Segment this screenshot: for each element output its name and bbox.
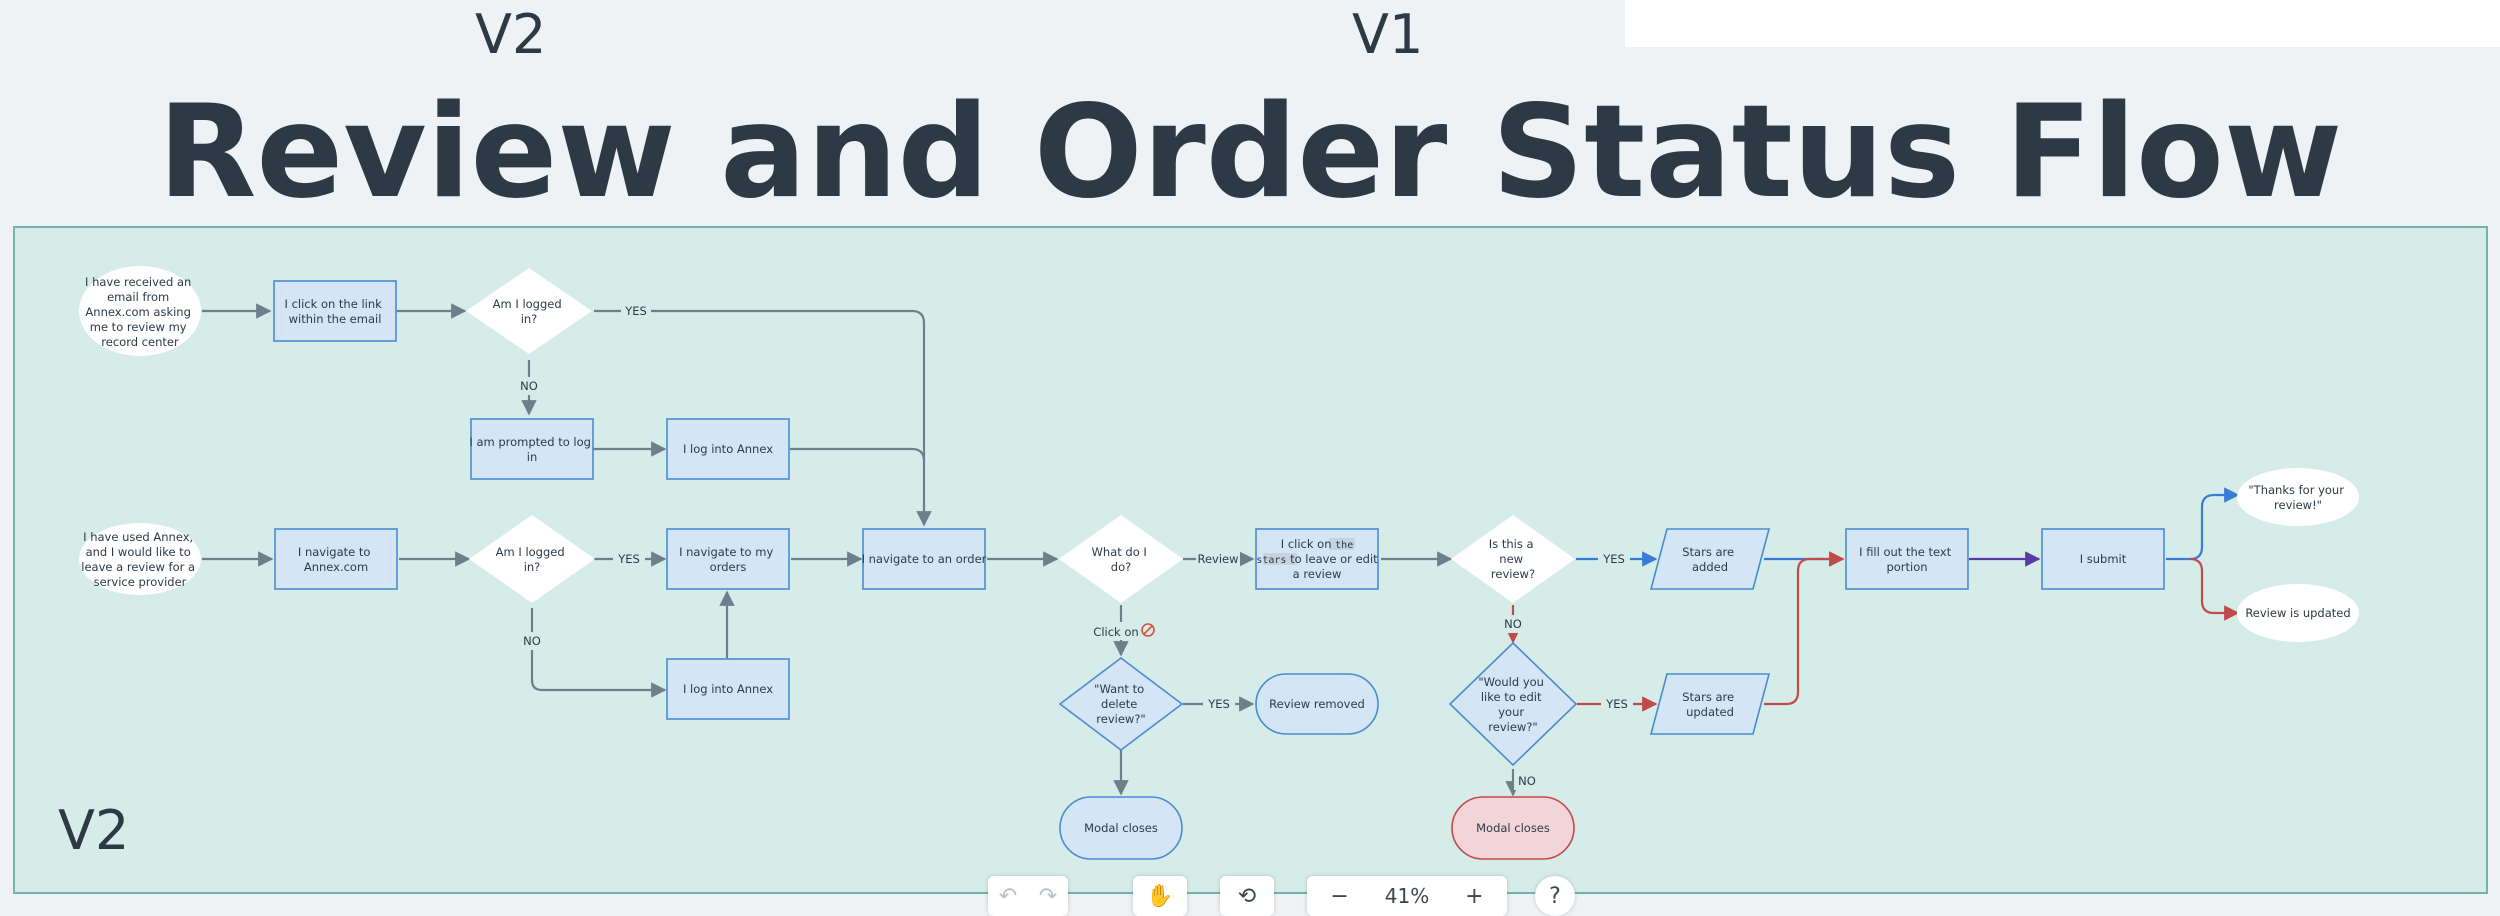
edge-label-yes-5: YES <box>1207 697 1230 711</box>
prompted-login-text: I am prompted to log in <box>469 435 594 464</box>
edge-label-no-2: NO <box>523 634 541 648</box>
help-icon[interactable]: ? <box>1549 883 1561 909</box>
page-title: Review and Order Status Flow <box>157 78 2343 227</box>
code-chip-the <box>1329 538 1355 550</box>
modal-closes-1-text: Modal closes <box>1084 821 1158 835</box>
navigate-order-text: I navigate to an order <box>862 552 987 566</box>
hand-tool-toolbar: ✋ <box>1133 876 1187 916</box>
fill-text-node <box>1845 528 1969 590</box>
stars-added-text: Stars are added <box>1682 545 1738 574</box>
submit-text: I submit <box>2080 552 2127 566</box>
edge-log1-to-order <box>790 447 926 462</box>
review-updated-text: Review is updated <box>2245 606 2350 620</box>
history-toolbar: ⟲ <box>1220 876 1274 916</box>
thanks-node <box>2237 468 2359 526</box>
code-chip-stars <box>1263 553 1297 565</box>
prohibited-icon <box>1141 623 1155 637</box>
log-annex-1-text: I log into Annex <box>683 442 773 456</box>
edge-label-yes-1: YES <box>624 304 647 318</box>
undo-icon[interactable]: ↶ <box>998 883 1018 909</box>
stars-added-node <box>1649 528 1771 590</box>
edge-submit-to-thanks <box>2166 487 2240 561</box>
navigate-annex-text: I navigate to Annex.com <box>298 545 374 574</box>
log-annex-2-text: I log into Annex <box>683 682 773 696</box>
logged-in-2-node <box>469 515 595 603</box>
stars-updated-node <box>1649 673 1771 735</box>
edit-review-node <box>1448 641 1578 767</box>
prompted-login-node <box>470 418 594 480</box>
edge-submit-to-updated <box>2189 557 2240 621</box>
logged-in-2-text: Am I logged in? <box>496 545 569 574</box>
review-removed-text: Review removed <box>1269 697 1365 711</box>
top-white-panel <box>1625 0 2500 47</box>
what-do-node <box>1059 515 1183 603</box>
used-annex-start-text: I have used Annex, and I would like to l… <box>81 530 198 589</box>
edge-logged1-yes <box>594 309 932 527</box>
what-do-text: What do I do? <box>1092 545 1151 574</box>
want-delete-node <box>1058 656 1184 752</box>
click-link-text: I click on the link within the email <box>285 297 386 326</box>
edge-logged2-no <box>530 608 667 698</box>
navigate-annex-node <box>274 528 398 590</box>
version-label-right: V1 <box>1352 3 1424 66</box>
redo-icon[interactable]: ↷ <box>1038 883 1058 909</box>
edge-label-no-1: NO <box>520 379 538 393</box>
review-updated-node <box>2237 584 2359 642</box>
edit-review-text: "Would you like to edit your review?" <box>1478 675 1547 734</box>
edge-label-click-on: Click on <box>1093 625 1138 639</box>
modal-closes-2-node <box>1451 796 1575 860</box>
undo-redo-toolbar: ↶ ↷ <box>988 876 1068 916</box>
edge-label-review: Review <box>1197 552 1238 566</box>
modal-closes-2-text: Modal closes <box>1476 821 1550 835</box>
version-label-left: V2 <box>475 3 547 66</box>
zoom-level[interactable]: 41% <box>1384 884 1430 908</box>
email-start-text: I have received an email from Annex.com … <box>85 275 195 349</box>
edge-label-no-3: NO <box>1504 617 1522 631</box>
click-stars-text-line3: a review <box>1293 567 1342 581</box>
edge-label-yes-2: YES <box>617 552 640 566</box>
zoom-in-icon[interactable]: + <box>1465 883 1484 909</box>
help-toolbar: ? <box>1535 876 1575 916</box>
logged-in-1-node <box>466 268 592 354</box>
hand-icon[interactable]: ✋ <box>1146 883 1174 909</box>
click-link-node <box>273 280 397 342</box>
thanks-text: "Thanks for your review!" <box>2248 483 2347 512</box>
zoom-toolbar: − 41% + <box>1307 876 1507 916</box>
edge-updated-to-fill <box>1764 551 1845 706</box>
logged-in-1-text: Am I logged in? <box>493 297 566 326</box>
email-start-node <box>79 266 201 356</box>
fill-text-text: I fill out the text portion <box>1859 545 1955 574</box>
edge-label-no-4: NO <box>1518 774 1536 788</box>
log-annex-2-node <box>666 658 790 720</box>
edge-label-yes-3: YES <box>1602 552 1625 566</box>
stars-updated-text: Stars are updated <box>1682 690 1738 719</box>
click-stars-text-line2: stars to leave or edit <box>1256 552 1378 566</box>
new-review-node <box>1451 515 1575 603</box>
navigate-orders-node <box>666 528 790 590</box>
want-delete-text: "Want to delete review?" <box>1094 682 1148 726</box>
log-annex-1-node <box>666 418 790 480</box>
review-removed-node <box>1255 673 1379 735</box>
modal-closes-1-node <box>1059 796 1183 860</box>
edge-label-yes-4: YES <box>1605 697 1628 711</box>
navigate-orders-text: I navigate to my orders <box>679 545 777 574</box>
new-review-text: Is this a new review? <box>1489 537 1537 581</box>
history-icon[interactable]: ⟲ <box>1237 883 1257 909</box>
navigate-order-node <box>862 528 986 590</box>
used-annex-start-node <box>79 523 201 595</box>
zoom-out-icon[interactable]: − <box>1330 883 1349 909</box>
frame-label: V2 <box>58 799 130 862</box>
click-stars-text-line1: I click on the <box>1281 537 1353 551</box>
submit-node <box>2041 528 2165 590</box>
